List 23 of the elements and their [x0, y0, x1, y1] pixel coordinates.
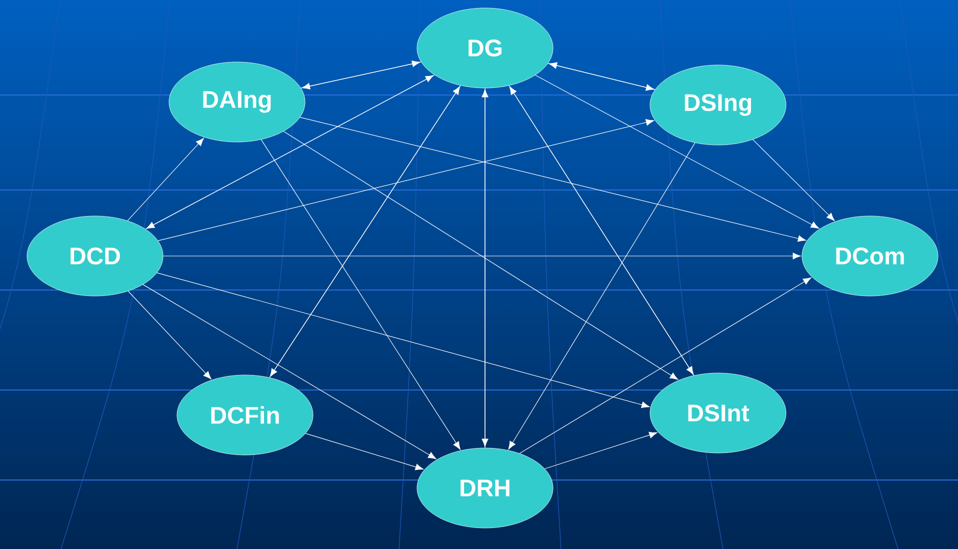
ellipse-node: DSInt [650, 372, 786, 454]
arrow [300, 117, 806, 242]
arrow [162, 252, 801, 260]
arrow [127, 138, 204, 221]
ellipse-node: DG [416, 8, 554, 88]
arrow [544, 432, 658, 470]
arrow [519, 277, 812, 454]
arrow [534, 74, 819, 229]
arrow [508, 142, 696, 450]
arrow [158, 119, 654, 242]
arrow [752, 139, 835, 221]
ellipse-node: DCFin [176, 374, 314, 456]
ellipse-node: DCom [802, 216, 938, 296]
ellipse-node: DCD [26, 216, 164, 296]
ellipse-node: DSIng [650, 64, 786, 146]
arrow [305, 433, 424, 470]
ellipse-node: DAIng [168, 62, 306, 142]
arrow [156, 272, 650, 408]
arrow [283, 131, 678, 380]
arrow [260, 139, 460, 450]
arrow [142, 284, 436, 460]
arrow [128, 290, 212, 380]
ellipse-node: DRH [416, 448, 554, 528]
